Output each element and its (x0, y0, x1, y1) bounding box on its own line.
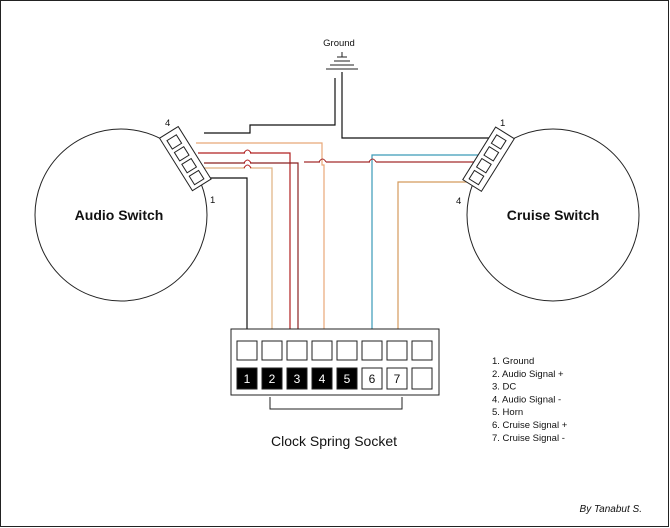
socket-top-cell (261, 340, 283, 361)
legend-item: 7. Cruise Signal - (492, 433, 565, 444)
wire-cruise-plus (371, 154, 478, 362)
audio-connector-pin-top: 4 (165, 118, 170, 129)
cruise-switch-circle (466, 128, 640, 302)
socket-pin-number: 6 (369, 372, 376, 386)
legend-item: 3. DC (492, 382, 516, 393)
socket-pin (311, 367, 333, 390)
cruise-connector-pin-bottom: 4 (456, 196, 461, 207)
socket-pin-number: 7 (394, 372, 401, 386)
legend-item: 6. Cruise Signal + (492, 420, 568, 431)
socket-pin-number: 1 (244, 372, 251, 386)
cruise-switch-connector (462, 126, 515, 192)
author-credit: By Tanabut S. (580, 504, 642, 515)
audio-connector-pin-bottom: 1 (210, 195, 215, 206)
audio-switch-connector (158, 125, 212, 192)
socket-pin-number: 2 (269, 372, 276, 386)
ground-label: Ground (323, 38, 355, 49)
legend-item: 4. Audio Signal - (492, 394, 561, 405)
wire-audio-minus (200, 167, 273, 362)
socket-top-cell (236, 340, 258, 361)
wire-dc (198, 152, 291, 362)
socket-pin (361, 367, 383, 390)
legend-item: 1. Ground (492, 356, 534, 367)
audio-switch-circle (34, 128, 208, 302)
cruise-connector-pin-top: 1 (500, 118, 505, 129)
socket-pin (286, 367, 308, 390)
socket-top-cell (386, 340, 408, 361)
socket-top-cell (286, 340, 308, 361)
audio-switch-title: Audio Switch (75, 207, 164, 223)
cruise-switch-title: Cruise Switch (507, 207, 600, 223)
wire-audio-plus (196, 142, 325, 362)
socket-top-cell (311, 340, 333, 361)
wire-dc-branch (204, 162, 299, 362)
socket-label: Clock Spring Socket (271, 433, 397, 449)
socket-top-cell (361, 340, 383, 361)
socket-empty-cell (411, 367, 433, 390)
socket-pin (386, 367, 408, 390)
socket-pin-row: 1 2 3 4 5 6 7 (236, 367, 408, 390)
wire-crossing-bumps (243, 149, 252, 169)
pin-legend: 1. Ground 2. Audio Signal + 3. DC4. Audio … (492, 356, 568, 444)
socket-top-cell (411, 340, 433, 361)
wire-pin1 (207, 177, 248, 365)
socket-bracket (269, 397, 403, 410)
legend-item: 5. Horn (492, 407, 523, 418)
socket-pin-number: 5 (344, 372, 351, 386)
socket-top-cell (336, 340, 358, 361)
wire-ground-audio (204, 78, 336, 134)
wire-cruise-crossing-bumps (318, 158, 377, 163)
wire-ground-cruise (341, 72, 492, 139)
socket-pin (236, 367, 258, 390)
socket-pin (336, 367, 358, 390)
socket-pin (261, 367, 283, 390)
socket-top-row (236, 340, 433, 361)
legend-item: 2. Audio Signal + (492, 369, 564, 380)
socket-pin-number: 4 (319, 372, 326, 386)
wire-cruise-minus (397, 181, 472, 362)
socket-pin-number: 3 (294, 372, 301, 386)
ground-icon (326, 52, 358, 70)
